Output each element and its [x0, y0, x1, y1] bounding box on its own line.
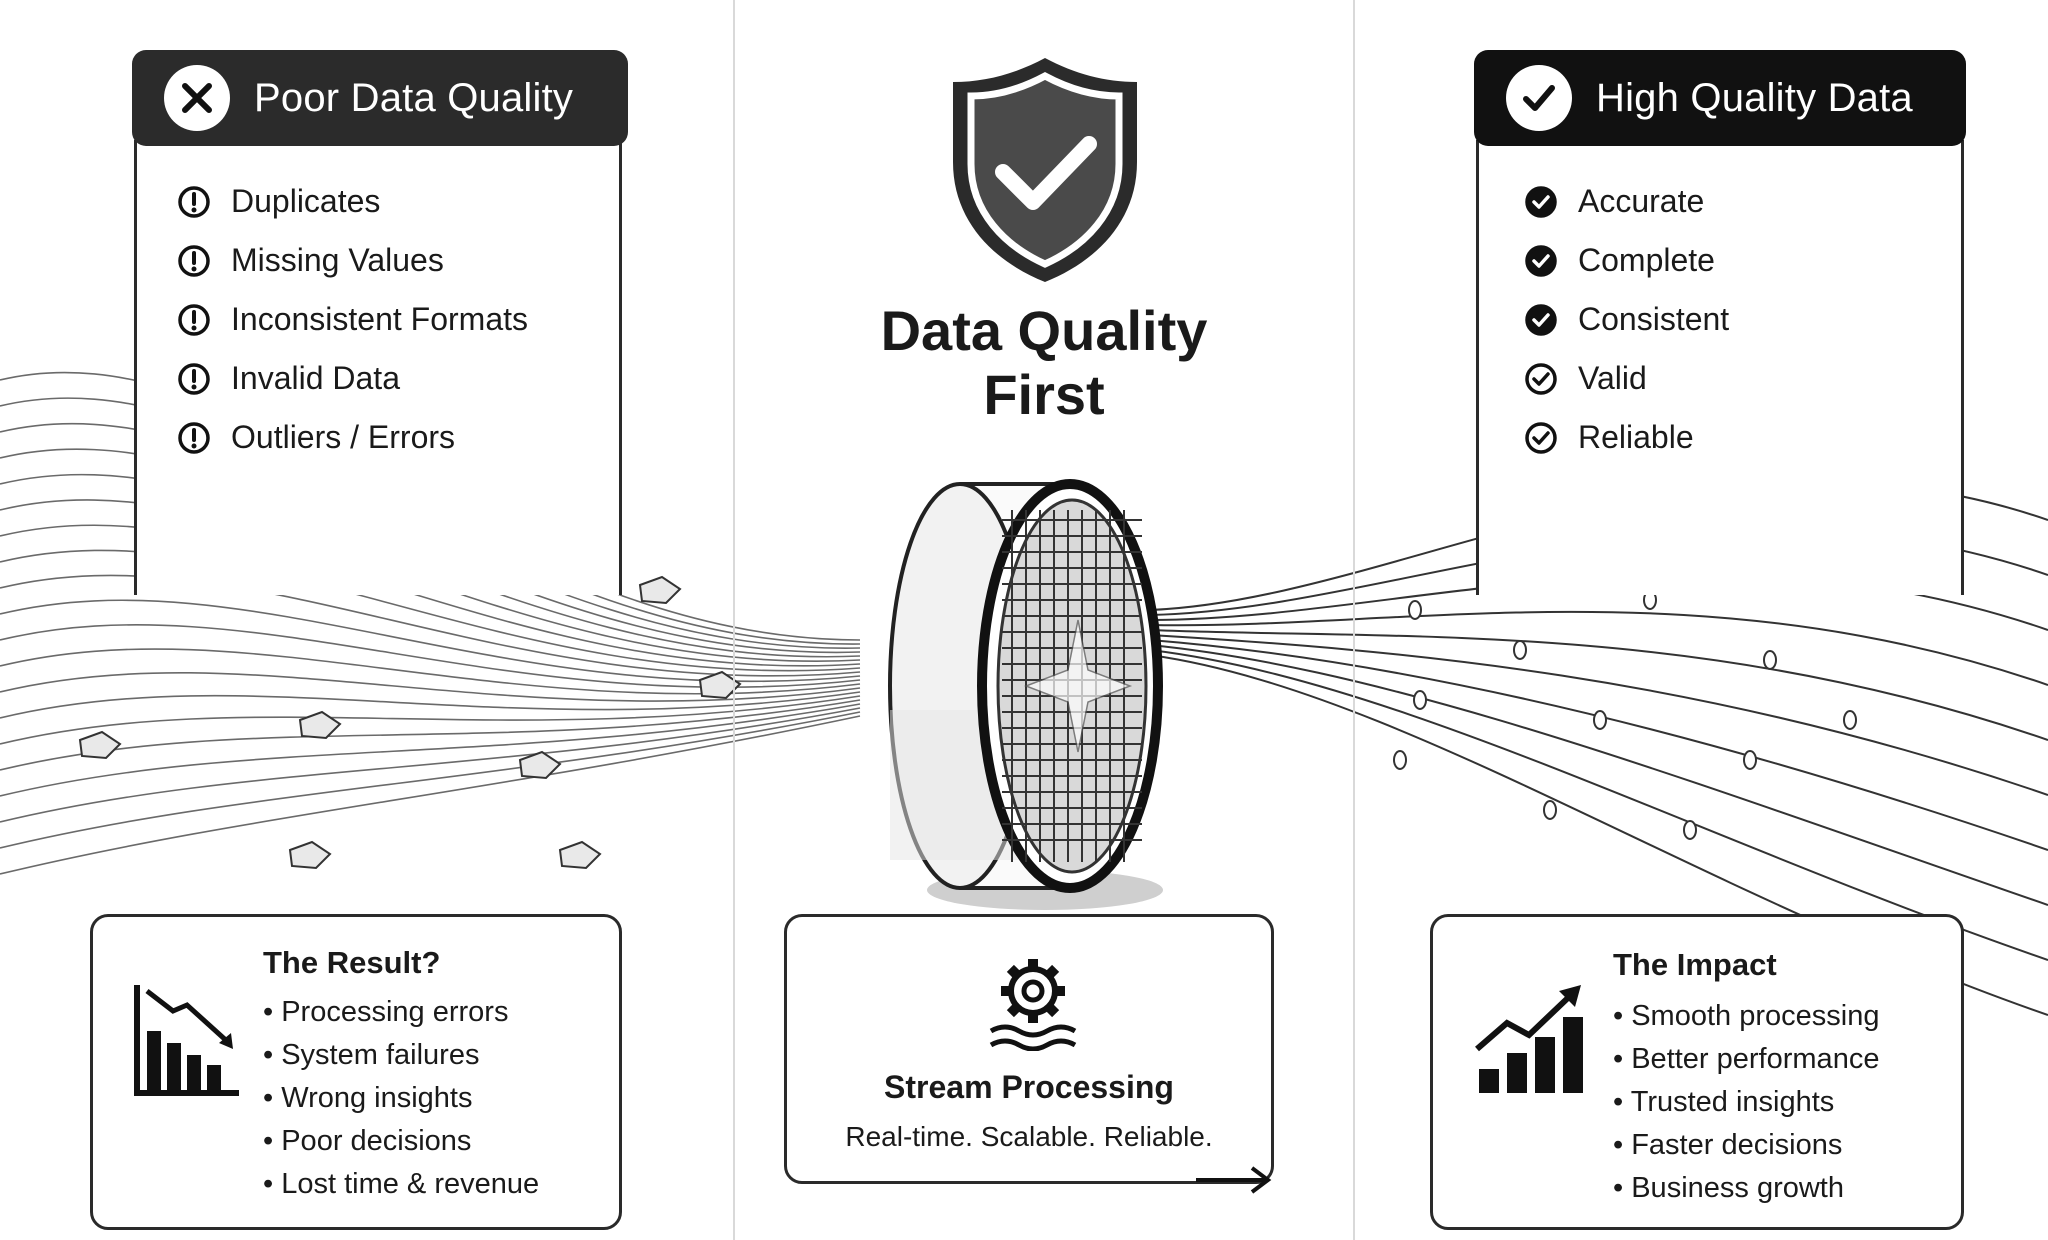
high-quality-item: Valid — [1524, 349, 1729, 408]
impact-bullet: Faster decisions — [1613, 1124, 1879, 1167]
impact-bullet: Better performance — [1613, 1038, 1879, 1081]
high-quality-item-label: Complete — [1578, 242, 1715, 278]
result-bullet: System failures — [263, 1034, 539, 1077]
stream-processing-subtitle: Real-time. Scalable. Reliable. — [845, 1121, 1213, 1152]
poor-quality-title: Poor Data Quality — [254, 75, 574, 120]
stream-processing-title: Stream Processing — [884, 1069, 1174, 1105]
exclamation-circle-icon — [178, 244, 210, 277]
check-circle-icon — [1525, 303, 1557, 336]
check-circle-icon — [1525, 362, 1557, 395]
poor-quality-item: Missing Values — [177, 231, 528, 290]
column-divider-left — [733, 0, 735, 1240]
declining-bar-chart-icon — [134, 985, 239, 1096]
high-quality-item-label: Valid — [1578, 360, 1647, 396]
exclamation-circle-icon — [178, 421, 210, 454]
high-quality-item-label: Consistent — [1578, 301, 1730, 337]
exclamation-circle-icon — [178, 303, 210, 336]
poor-quality-item: Invalid Data — [177, 349, 528, 408]
impact-title: The Impact — [1613, 947, 1777, 982]
result-bullet: Lost time & revenue — [263, 1163, 539, 1206]
high-quality-item-label: Reliable — [1578, 419, 1694, 455]
high-quality-item: Reliable — [1524, 408, 1729, 467]
column-divider-right — [1353, 0, 1355, 1240]
poor-quality-item-label: Outliers / Errors — [231, 419, 456, 455]
poor-quality-item: Inconsistent Formats — [177, 290, 528, 349]
poor-quality-item: Duplicates — [177, 172, 528, 231]
poor-quality-item-label: Duplicates — [231, 183, 381, 219]
impact-bullet: Smooth processing — [1613, 995, 1879, 1038]
high-quality-title: High Quality Data — [1596, 75, 1913, 120]
cylindrical-filter-icon — [888, 479, 1163, 910]
x-circle-icon — [164, 65, 230, 131]
poor-quality-item-label: Inconsistent Formats — [231, 301, 528, 337]
gear-waves-icon — [989, 959, 1077, 1051]
result-bullet: Processing errors — [263, 991, 539, 1034]
check-circle-icon — [1525, 421, 1557, 454]
poor-quality-header: Poor Data Quality — [132, 50, 628, 146]
poor-quality-item-label: Missing Values — [231, 242, 444, 278]
rising-bar-chart-icon — [1475, 985, 1583, 1093]
check-circle-icon — [1525, 244, 1557, 277]
impact-box: The Impact Smooth processingBetter perfo… — [1430, 914, 1964, 1230]
high-quality-item: Accurate — [1524, 172, 1729, 231]
result-list: Processing errorsSystem failuresWrong in… — [263, 991, 539, 1206]
result-bullet: Poor decisions — [263, 1120, 539, 1163]
center-title-line2: First — [983, 363, 1105, 426]
center-title-line1: Data Quality — [880, 299, 1208, 362]
impact-list: Smooth processingBetter performanceTrust… — [1613, 995, 1880, 1210]
arrow-right-icon — [1196, 1166, 1272, 1194]
poor-quality-item-label: Invalid Data — [231, 360, 400, 396]
poor-quality-item: Outliers / Errors — [177, 408, 528, 467]
result-box: The Result? Processing errorsSystem fail… — [90, 914, 622, 1230]
check-circle-icon — [1506, 65, 1572, 131]
stream-processing-box: Stream Processing Real-time. Scalable. R… — [784, 914, 1274, 1184]
high-quality-item: Consistent — [1524, 290, 1729, 349]
high-quality-item-label: Accurate — [1578, 183, 1705, 219]
high-quality-item: Complete — [1524, 231, 1729, 290]
check-circle-icon — [1525, 185, 1557, 218]
impact-bullet: Business growth — [1613, 1167, 1879, 1210]
result-title: The Result? — [263, 945, 441, 980]
impact-bullet: Trusted insights — [1613, 1081, 1879, 1124]
shield-check-icon — [953, 58, 1137, 282]
exclamation-circle-icon — [178, 185, 210, 218]
exclamation-circle-icon — [178, 362, 210, 395]
high-quality-header: High Quality Data — [1474, 50, 1966, 146]
result-bullet: Wrong insights — [263, 1077, 539, 1120]
